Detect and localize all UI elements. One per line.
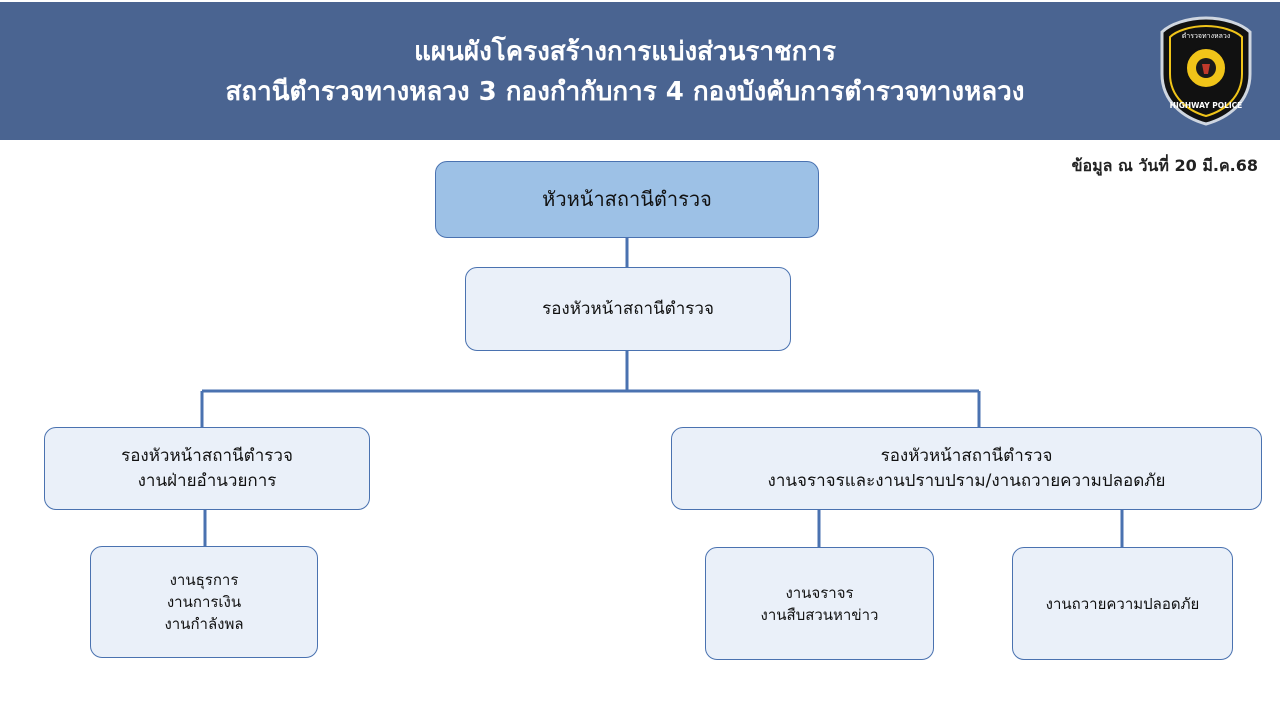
box-admin-units: งานธุรการ งานการเงิน งานกำลังพล: [90, 546, 318, 658]
box-right-deputy: รองหัวหน้าสถานีตำรวจ งานจราจรและงานปราบป…: [671, 427, 1262, 510]
emblem-bottom-text: HIGHWAY POLICE: [1170, 101, 1243, 110]
box-deputy-head: รองหัวหน้าสถานีตำรวจ: [465, 267, 791, 351]
right-deputy-line1: รองหัวหน้าสถานีตำรวจ: [880, 445, 1053, 466]
page-title: แผนผังโครงสร้างการแบ่งส่วนราชการ สถานีตำ…: [0, 32, 1250, 112]
left-deputy-line2: งานฝ่ายอำนวยการ: [137, 470, 277, 491]
deputy-head-label: รองหัวหน้าสถานีตำรวจ: [542, 298, 714, 319]
right-deputy-line2: งานจราจรและงานปราบปราม/งานถวายความปลอดภั…: [767, 470, 1166, 491]
box-traffic-units: งานจราจร งานสืบสวนหาข่าว: [705, 547, 934, 660]
admin-unit-item: งานธุรการ: [169, 571, 239, 589]
date-note: ข้อมูล ณ วันที่ 20 มี.ค.68: [1071, 156, 1258, 175]
box-station-head: หัวหน้าสถานีตำรวจ: [435, 161, 819, 238]
box-left-deputy: รองหัวหน้าสถานีตำรวจ งานฝ่ายอำนวยการ: [44, 427, 370, 510]
title-line-2: สถานีตำรวจทางหลวง 3 กองกำกับการ 4 กองบัง…: [225, 77, 1025, 107]
highway-police-emblem-icon: ตำรวจทางหลวง HIGHWAY POLICE: [1160, 16, 1252, 126]
box-security-unit: งานถวายความปลอดภัย: [1012, 547, 1233, 660]
emblem-top-text: ตำรวจทางหลวง: [1182, 32, 1230, 40]
title-line-1: แผนผังโครงสร้างการแบ่งส่วนราชการ: [414, 37, 836, 67]
traffic-unit-item: งานสืบสวนหาข่าว: [760, 605, 879, 624]
left-deputy-line1: รองหัวหน้าสถานีตำรวจ: [121, 445, 293, 466]
traffic-unit-item: งานจราจร: [785, 583, 854, 602]
admin-unit-item: งานกำลังพล: [164, 615, 244, 633]
station-head-label: หัวหน้าสถานีตำรวจ: [542, 187, 712, 211]
security-unit-label: งานถวายความปลอดภัย: [1045, 594, 1200, 613]
admin-unit-item: งานการเงิน: [166, 593, 242, 611]
header-banner: แผนผังโครงสร้างการแบ่งส่วนราชการ สถานีตำ…: [0, 2, 1280, 140]
